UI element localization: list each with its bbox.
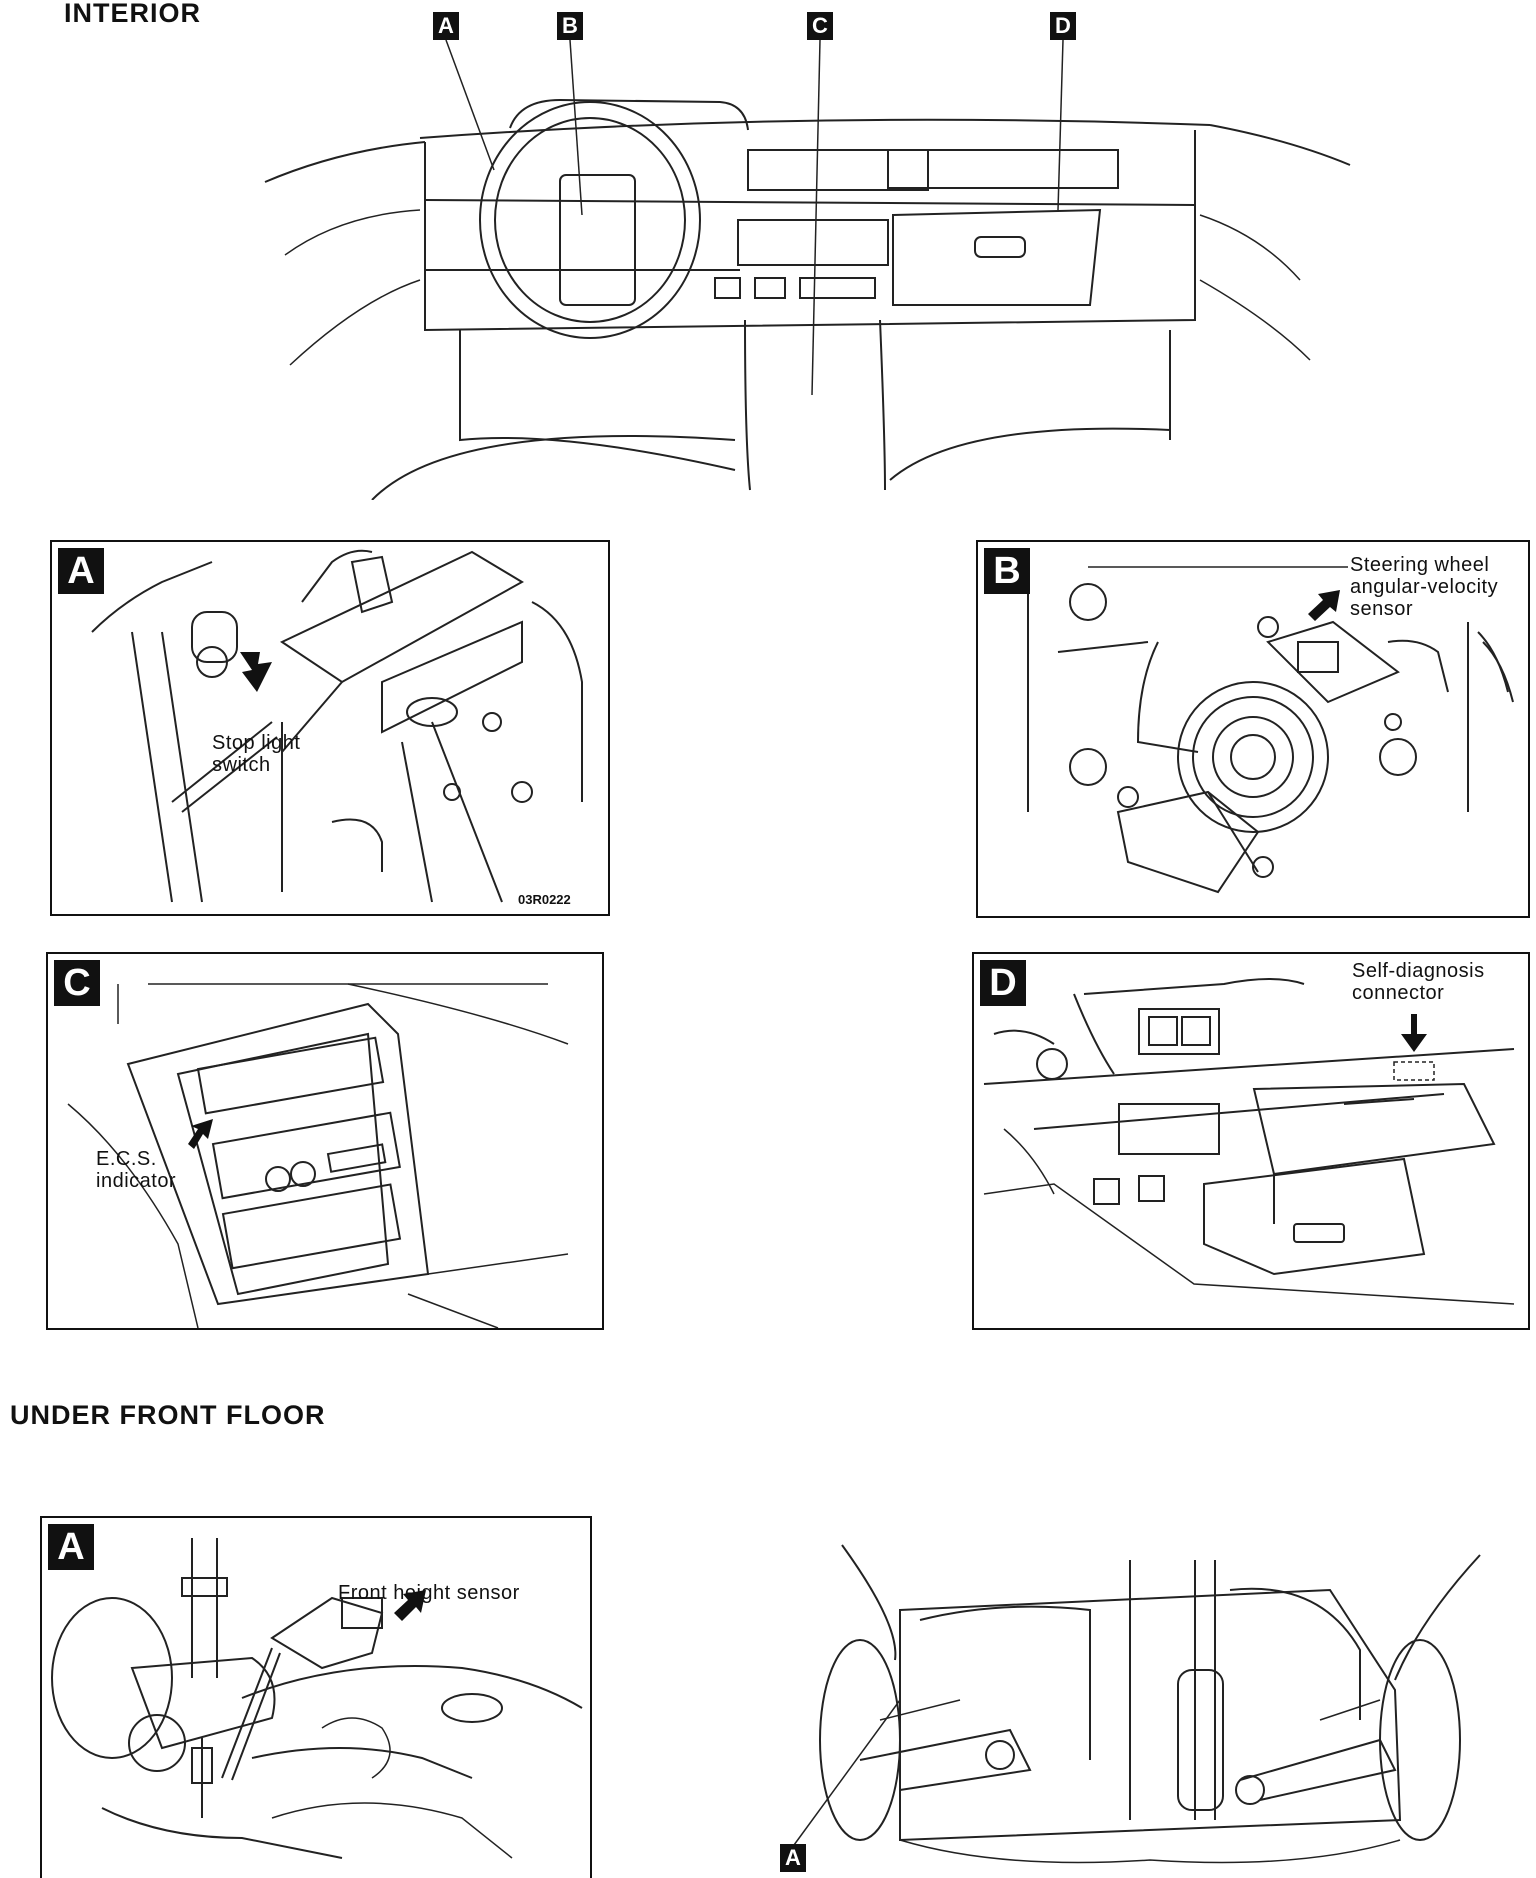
stop-light-switch-drawing [91, 549, 583, 903]
interior-title: INTERIOR [64, 0, 202, 28]
label-line: Steering wheel [1350, 554, 1490, 576]
panel-d-self-diagnosis-connector: D Self-diagnosis connector [972, 952, 1530, 1330]
under-floor-title: UNDER FRONT FLOOR [10, 1400, 326, 1430]
panel-b-steering-sensor: B Steering wheel angular-velocity sensor [976, 540, 1530, 918]
panel-d-letter: D [980, 960, 1026, 1006]
steering-sensor-label: Steering wheel angular-velocity sensor [1350, 554, 1522, 620]
ecs-indicator-drawing [67, 983, 569, 1328]
panel-c-ecs-indicator: C E.C.S. indicator [46, 952, 604, 1330]
label-line: connector [1352, 982, 1445, 1004]
front-height-sensor-drawing [51, 1538, 583, 1859]
label-line: Stop light [212, 732, 301, 754]
panel-a-letter: A [58, 548, 104, 594]
self-diagnosis-connector-drawing [983, 978, 1515, 1305]
ecs-indicator-label: E.C.S. indicator [96, 1148, 176, 1192]
label-line: angular-velocity [1350, 576, 1499, 598]
callout-b: B [557, 12, 583, 40]
stop-light-switch-label: Stop light switch [212, 732, 300, 776]
underbody-callout-a: A [780, 1844, 806, 1872]
figure-code: 03R0222 [518, 892, 571, 907]
label-line: E.C.S. [96, 1148, 157, 1170]
interior-dashboard-drawing [264, 39, 1351, 500]
callout-a: A [433, 12, 459, 40]
panel-b-letter: B [984, 548, 1030, 594]
label-line: indicator [96, 1170, 177, 1192]
label-line: Self-diagnosis [1352, 960, 1485, 982]
panel-under-a-front-height-sensor: A Front height sensor [40, 1516, 592, 1878]
callout-c: C [807, 12, 833, 40]
panel-a-stop-light-switch: A Stop light switch 03R0222 [50, 540, 610, 916]
label-line: switch [212, 754, 271, 776]
panel-under-a-letter: A [48, 1524, 94, 1570]
panel-c-letter: C [54, 960, 100, 1006]
self-diagnosis-connector-label: Self-diagnosis connector [1352, 960, 1485, 1004]
steering-sensor-drawing [1027, 562, 1514, 894]
callout-d: D [1050, 12, 1076, 40]
front-height-sensor-label: Front height sensor [338, 1582, 520, 1604]
label-line: sensor [1350, 598, 1414, 620]
